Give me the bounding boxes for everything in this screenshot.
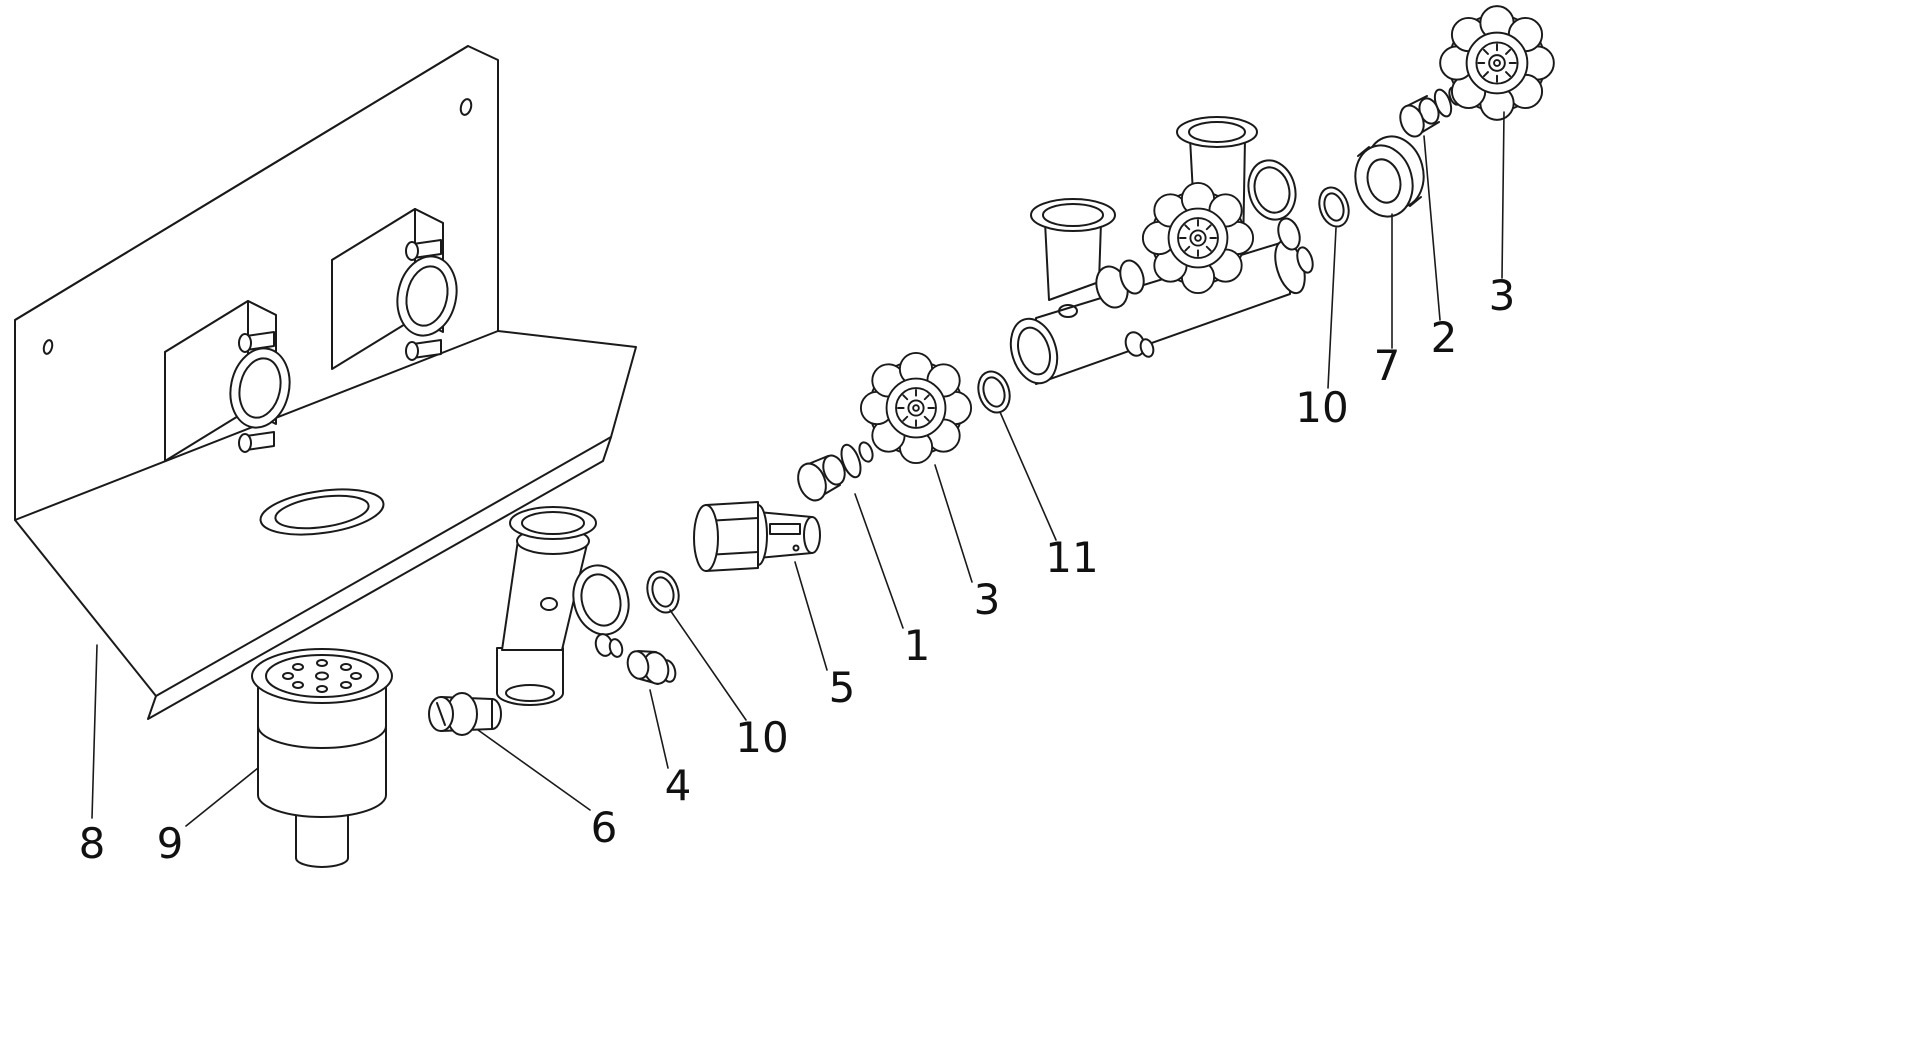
union-nut-face [693,504,719,572]
callout-5: 5 [794,561,856,712]
callout-10-lower: 10 [669,609,789,762]
part-number-label: 8 [79,819,106,868]
part-number-label: 3 [1489,271,1516,320]
leader-line [999,411,1057,541]
outlet-boss [1277,217,1301,251]
part-number-label: 11 [1045,533,1098,582]
gasket-11 [977,370,1011,414]
drain-flange [251,648,393,704]
union-connector [693,501,821,572]
brand-mark [1058,304,1078,318]
callout-4: 4 [649,689,692,810]
callout-6: 6 [477,729,618,852]
callout-10-upper: 10 [1295,227,1349,432]
brand-mark [540,597,558,611]
valve-bonnet [797,441,874,502]
pipe-clamp-right [331,208,458,370]
part-number-label: 10 [1295,383,1348,432]
leader-line [854,493,904,629]
inlet-socket [1009,317,1059,385]
leader-line [649,689,669,769]
leader-line [934,464,973,583]
callout-11: 11 [999,411,1099,582]
shelf-recess [259,488,385,536]
part-number-label: 4 [665,761,692,810]
clamp-bolt [405,341,419,361]
drain-plug-screw [428,692,502,736]
callout-2: 2 [1423,135,1458,362]
clamp-bolt [238,433,252,453]
port-ring [1247,159,1297,221]
part-number-label: 1 [904,621,931,670]
part-number-label: 6 [591,803,618,852]
part-number-label: 9 [157,819,184,868]
leader-line [91,644,98,819]
union-nut [1354,135,1425,218]
handwheel-upper [1439,5,1555,121]
clamp-bolt [238,333,252,353]
washer-gasket-upper [1318,186,1350,228]
callout-3-upper: 3 [1489,111,1516,320]
part-number-label: 10 [735,713,788,762]
leader-line [1327,227,1337,389]
part-number-label: 3 [974,575,1001,624]
floor-drain [251,648,393,868]
wall-mounting-bracket [14,45,637,720]
callout-7: 7 [1374,213,1401,390]
leader-line [185,767,259,827]
leader-line [477,729,591,811]
corner-valve-body [496,506,630,706]
pipe-clamp-left [164,300,291,462]
valve-manifold [1009,116,1314,385]
valve-stem [1399,86,1462,138]
callout-8: 8 [79,644,106,868]
part-number-label: 5 [829,663,856,712]
handwheel-lower [859,351,973,465]
clamp-bolt [405,241,419,261]
outlet-port [572,564,630,636]
callout-3-lower: 3 [934,464,1001,624]
washer-gasket-lower [646,570,680,614]
leader-line [1423,135,1441,321]
part-number-label: 7 [1374,341,1401,390]
callout-9: 9 [157,767,259,868]
callout-1: 1 [854,493,931,670]
leader-line [669,609,747,721]
leader-line [794,561,828,671]
part-number-label: 2 [1431,313,1458,362]
side-plug [626,650,677,685]
leader-line [1501,111,1505,279]
slot-window [769,523,801,535]
handwheel-manifold [1141,181,1255,295]
